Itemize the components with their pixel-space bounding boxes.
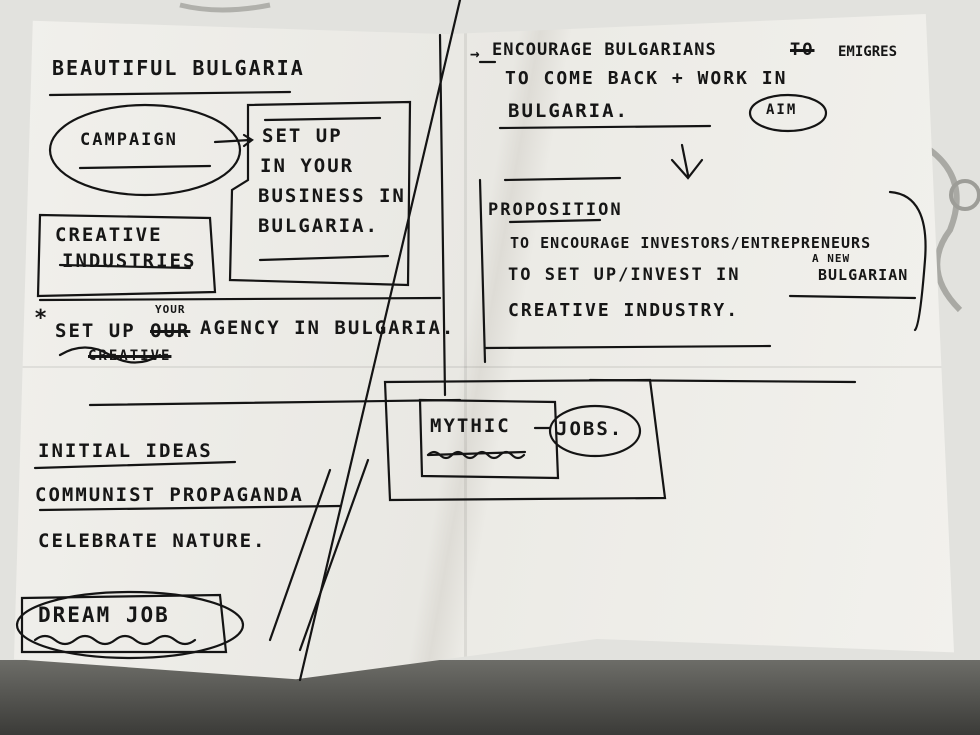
title-text: BEAUTIFUL BULGARIA: [52, 56, 305, 80]
jobs-text: JOBS.: [556, 418, 624, 440]
initial-ideas-text: INITIAL IDEAS: [38, 440, 213, 462]
setup-line-rest: AGENCY IN BULGARIA.: [200, 317, 456, 339]
prop-line-2b: BULGARIAN: [818, 266, 909, 284]
crossed-out-word: CREATIVE: [88, 348, 172, 364]
floor: [0, 660, 980, 735]
bullet-arrow: →: [470, 44, 482, 63]
idea-2-text: CELEBRATE NATURE.: [38, 530, 267, 552]
proposition-heading: PROPOSITION: [488, 200, 623, 220]
aim-line-2: TO COME BACK + WORK IN: [505, 68, 788, 89]
setup-line-inserted: YOUR: [155, 303, 186, 316]
creative-box-line-1: CREATIVE: [55, 224, 163, 246]
mythic-text: MYTHIC: [430, 415, 511, 437]
aim-line-1a: ENCOURAGE BULGARIANS: [492, 40, 717, 60]
prop-line-1: TO ENCOURAGE INVESTORS/ENTREPRENEURS: [510, 234, 872, 252]
setup-box-line-2: IN YOUR: [260, 155, 355, 177]
idea-1-text: COMMUNIST PROPAGANDA: [35, 484, 304, 506]
dream-job-text: DREAM JOB: [38, 603, 170, 627]
vertical-fold: [464, 14, 467, 680]
horizontal-fold: [14, 366, 954, 368]
aim-line-1-struck: TO: [790, 40, 815, 60]
setup-box-line-1: SET UP: [262, 125, 343, 147]
aim-line-1b: EMIGRES: [838, 44, 898, 60]
prop-inserted: A NEW: [812, 252, 851, 265]
campaign-text: CAMPAIGN: [80, 130, 178, 150]
setup-box-line-3: BUSINESS IN: [258, 185, 406, 207]
aim-label: AIM: [766, 102, 798, 118]
setup-box-line-4: BULGARIA.: [258, 215, 379, 237]
asterisk: *: [34, 306, 50, 331]
prop-line-2a: TO SET UP/INVEST IN: [508, 265, 741, 285]
setup-line-start: SET UP: [55, 320, 136, 342]
creative-box-line-2: INDUSTRIES: [62, 250, 197, 272]
aim-line-3: BULGARIA.: [508, 100, 629, 122]
setup-line-struck: OUR: [150, 320, 191, 342]
prop-line-3: CREATIVE INDUSTRY.: [508, 300, 740, 321]
